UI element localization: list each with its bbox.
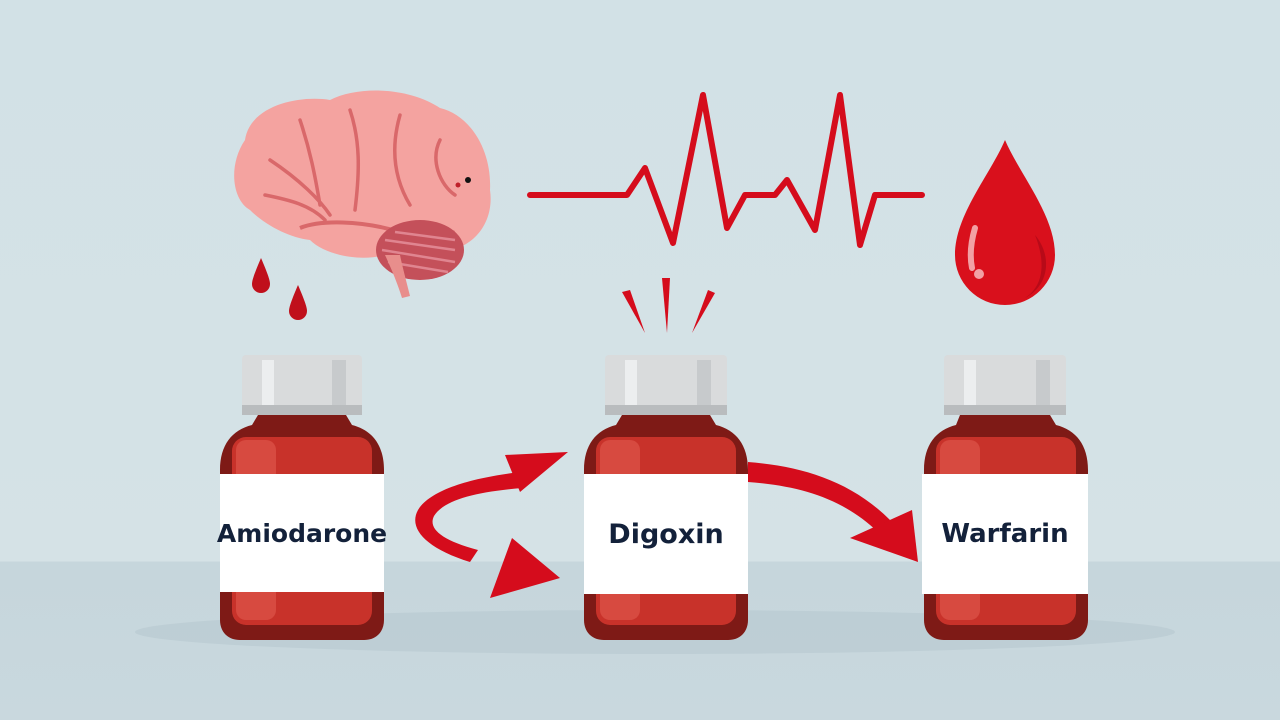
blood-drop-icon	[955, 140, 1055, 305]
drug-name: Warfarin	[941, 519, 1069, 549]
alert-burst-icon	[622, 278, 715, 333]
ecg-heartbeat-icon	[527, 92, 925, 248]
label-amiodarone: Amiodarone	[216, 474, 388, 592]
interaction-arrow-icon	[415, 452, 918, 598]
drug-name: Digoxin	[608, 518, 724, 550]
drug-name: Amiodarone	[216, 518, 388, 548]
label-warfarin: Warfarin	[922, 474, 1088, 594]
brain-icon	[234, 90, 491, 298]
blood-drops-icon	[252, 258, 307, 320]
label-digoxin: Digoxin	[584, 474, 748, 594]
